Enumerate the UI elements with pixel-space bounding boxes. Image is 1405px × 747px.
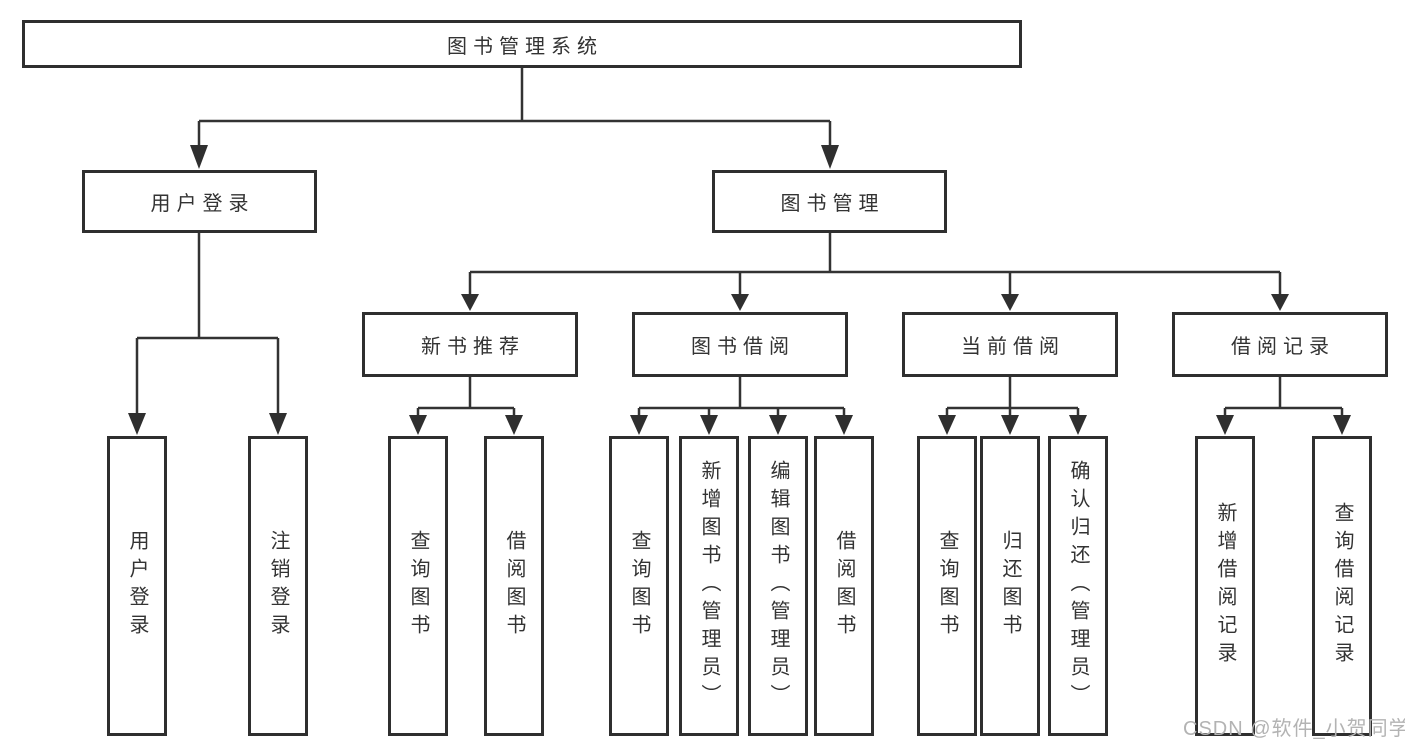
- arrow-down-icon: [821, 145, 839, 169]
- watermark: CSDN @软件_小贺同学: [1183, 718, 1405, 740]
- arrow-down-icon: [190, 145, 208, 169]
- arrow-down-icon: [700, 415, 718, 435]
- node-book-management: 图书管理: [712, 170, 947, 233]
- node-new-book-recommend-label: 新书推荐: [421, 336, 525, 358]
- arrow-down-icon: [461, 294, 479, 311]
- node-book-borrow-label: 图书借阅: [691, 336, 795, 358]
- leaf-logout-label: 注销登录: [267, 530, 289, 642]
- node-book-borrow: 图书借阅: [632, 312, 848, 377]
- node-user-login-label: 用户登录: [150, 193, 255, 215]
- leaf-query-books-current: 查询图书: [917, 436, 977, 736]
- leaf-user-login: 用户登录: [107, 436, 167, 736]
- arrow-down-icon: [505, 415, 523, 435]
- leaf-return-book: 归还图书: [980, 436, 1040, 736]
- arrow-down-icon: [938, 415, 956, 435]
- node-root: 图书管理系统: [22, 20, 1022, 68]
- arrow-down-icon: [269, 413, 287, 435]
- leaf-query-books-borrow-label: 查询图书: [628, 530, 650, 642]
- leaf-edit-book-admin-label: 编辑图书（管理员）: [767, 460, 789, 712]
- leaf-confirm-return-admin: 确认归还（管理员）: [1048, 436, 1108, 736]
- node-current-borrow-label: 当前借阅: [961, 336, 1065, 358]
- leaf-add-borrow-record-label: 新增借阅记录: [1214, 502, 1236, 670]
- leaf-query-books-borrow: 查询图书: [609, 436, 669, 736]
- leaf-query-borrow-record: 查询借阅记录: [1312, 436, 1372, 736]
- leaf-borrow-books-recommend: 借阅图书: [484, 436, 544, 736]
- node-root-label: 图书管理系统: [447, 35, 603, 58]
- node-new-book-recommend: 新书推荐: [362, 312, 578, 377]
- arrow-down-icon: [1001, 294, 1019, 311]
- node-book-management-label: 图书管理: [780, 193, 885, 215]
- arrow-down-icon: [1001, 415, 1019, 435]
- arrow-down-icon: [409, 415, 427, 435]
- arrow-down-icon: [128, 413, 146, 435]
- leaf-borrow-books-recommend-label: 借阅图书: [503, 530, 525, 642]
- leaf-query-borrow-record-label: 查询借阅记录: [1331, 502, 1353, 670]
- arrow-down-icon: [630, 415, 648, 435]
- node-borrow-records-label: 借阅记录: [1231, 336, 1335, 358]
- leaf-add-book-admin: 新增图书（管理员）: [679, 436, 739, 736]
- leaf-add-borrow-record: 新增借阅记录: [1195, 436, 1255, 736]
- leaf-query-books-current-label: 查询图书: [936, 530, 958, 642]
- arrow-down-icon: [1216, 415, 1234, 435]
- leaf-add-book-admin-label: 新增图书（管理员）: [698, 460, 720, 712]
- arrow-down-icon: [835, 415, 853, 435]
- node-borrow-records: 借阅记录: [1172, 312, 1388, 377]
- arrow-down-icon: [731, 294, 749, 311]
- leaf-user-login-label: 用户登录: [126, 530, 148, 642]
- connector-line-group: [135, 68, 1344, 416]
- leaf-query-books-recommend: 查询图书: [388, 436, 448, 736]
- leaf-query-books-recommend-label: 查询图书: [407, 530, 429, 642]
- arrow-down-icon: [1333, 415, 1351, 435]
- leaf-edit-book-admin: 编辑图书（管理员）: [748, 436, 808, 736]
- leaf-borrow-books-label: 借阅图书: [833, 530, 855, 642]
- leaf-logout: 注销登录: [248, 436, 308, 736]
- leaf-confirm-return-admin-label: 确认归还（管理员）: [1067, 460, 1089, 712]
- arrow-down-icon: [1271, 294, 1289, 311]
- leaf-return-book-label: 归还图书: [999, 530, 1021, 642]
- arrow-down-icon: [1069, 415, 1087, 435]
- leaf-borrow-books: 借阅图书: [814, 436, 874, 736]
- node-current-borrow: 当前借阅: [902, 312, 1118, 377]
- node-user-login: 用户登录: [82, 170, 317, 233]
- arrow-head-group: [128, 145, 1351, 435]
- arrow-down-icon: [769, 415, 787, 435]
